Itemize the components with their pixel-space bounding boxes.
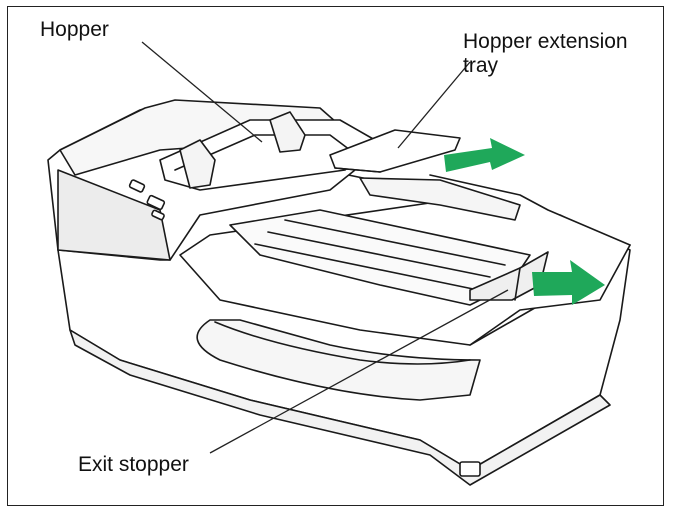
- hopper-guide-right: [269, 111, 306, 153]
- flatbed-ledge: [429, 174, 631, 346]
- scanner-foot: [459, 461, 481, 477]
- hopper-label: Hopper: [40, 18, 109, 41]
- hopper-guide-left: [179, 139, 216, 189]
- stacker-guide: [359, 177, 521, 221]
- scanner-base-lip: [69, 329, 611, 486]
- right-arrow-icon: [444, 138, 525, 172]
- extension-leader-line: [397, 61, 471, 149]
- exit-stopper-label: Exit stopper: [78, 453, 189, 476]
- hopper-leader-line: [141, 41, 263, 143]
- right-arrow-icon: [532, 260, 605, 305]
- hopper-extension-label-line2: tray: [463, 54, 499, 78]
- hopper-extension-tray-label: Hopper extension tray: [463, 30, 628, 78]
- hopper-extension-label-line1: Hopper extension: [463, 30, 628, 53]
- exit-stopper-leader-line: [209, 289, 509, 454]
